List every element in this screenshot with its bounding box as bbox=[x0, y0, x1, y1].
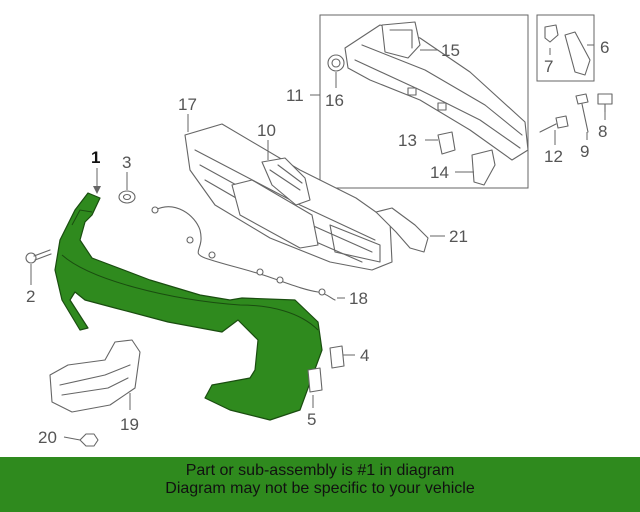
banner-line-2: Diagram may not be specific to your vehi… bbox=[165, 480, 475, 497]
part-19-undercover[interactable] bbox=[49, 339, 141, 413]
part-13-clip[interactable] bbox=[437, 131, 456, 155]
part-18-wiring-harness[interactable] bbox=[151, 206, 336, 301]
part-5-clip[interactable] bbox=[307, 367, 323, 393]
part-8-screw[interactable] bbox=[597, 93, 613, 113]
part-21-side-bracket[interactable] bbox=[375, 207, 429, 253]
callout-3[interactable]: 3 bbox=[122, 153, 131, 172]
callout-6[interactable]: 6 bbox=[600, 38, 609, 57]
part-10-bracket[interactable] bbox=[261, 157, 311, 206]
banner-line-1: Part or sub-assembly is #1 in diagram bbox=[185, 462, 455, 479]
callout-16[interactable]: 16 bbox=[325, 91, 344, 110]
part-16-nut[interactable] bbox=[327, 54, 345, 72]
bracket-group-box bbox=[536, 14, 595, 82]
callout-5[interactable]: 5 bbox=[307, 410, 316, 429]
callout-17[interactable]: 17 bbox=[178, 95, 197, 114]
callout-15[interactable]: 15 bbox=[441, 41, 460, 60]
callout-10[interactable]: 10 bbox=[257, 121, 276, 140]
callout-11[interactable]: 11 bbox=[286, 86, 304, 105]
part-7-clip[interactable] bbox=[544, 24, 559, 43]
callout-12[interactable]: 12 bbox=[544, 147, 563, 166]
callout-14[interactable]: 14 bbox=[430, 163, 449, 182]
leader-lines bbox=[30, 44, 606, 441]
notice-banner: Part or sub-assembly is #1 in diagram Di… bbox=[0, 457, 640, 512]
part-14-bracket[interactable] bbox=[471, 149, 496, 186]
part-15-beam-bracket[interactable] bbox=[381, 21, 421, 59]
callout-13[interactable]: 13 bbox=[398, 131, 417, 150]
exploded-parts-diagram: 1 2 3 4 5 6 7 8 9 10 11 12 13 14 15 16 1… bbox=[25, 14, 613, 447]
callout-20[interactable]: 20 bbox=[38, 428, 57, 447]
callout-18[interactable]: 18 bbox=[349, 289, 368, 308]
part-3-grommet[interactable] bbox=[118, 190, 136, 204]
part-2-screw[interactable] bbox=[25, 249, 52, 264]
reinforcement-group-box bbox=[319, 14, 529, 189]
part-4-clip[interactable] bbox=[329, 345, 345, 369]
part-9-bolt[interactable] bbox=[575, 93, 589, 133]
part-1-bumper-cover[interactable] bbox=[54, 192, 323, 421]
callout-8[interactable]: 8 bbox=[598, 122, 607, 141]
callout-2[interactable]: 2 bbox=[26, 287, 35, 306]
callout-7[interactable]: 7 bbox=[544, 57, 553, 76]
callout-21[interactable]: 21 bbox=[449, 227, 468, 246]
callout-19[interactable]: 19 bbox=[120, 415, 139, 434]
part-6-side-bracket[interactable] bbox=[564, 31, 591, 76]
part-20-nut[interactable] bbox=[79, 433, 99, 447]
part-12-bolt[interactable] bbox=[539, 115, 569, 133]
callout-4[interactable]: 4 bbox=[360, 346, 369, 365]
callout-1[interactable]: 1 bbox=[91, 148, 100, 167]
callout-9[interactable]: 9 bbox=[580, 142, 589, 161]
